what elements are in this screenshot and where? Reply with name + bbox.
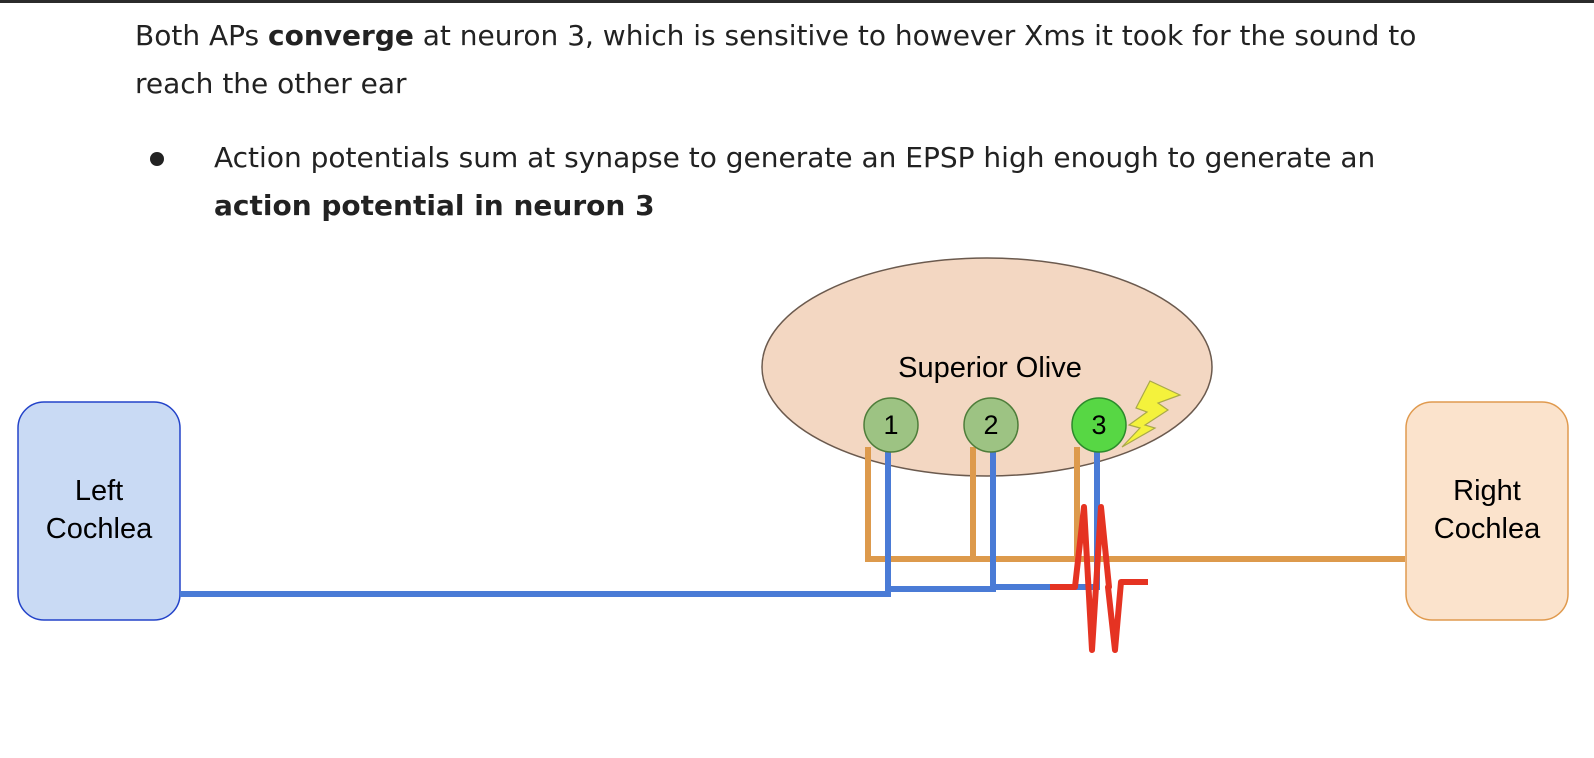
intro-paragraph: Both APs converge at neuron 3, which is …	[135, 12, 1475, 108]
paragraph-lead: Both APs	[135, 19, 268, 52]
superior-olive-label: Superior Olive	[898, 352, 1082, 384]
right-cochlea-box	[1405, 401, 1569, 621]
right-cochlea-label-line1: Right	[1453, 475, 1521, 507]
bullet-dot-icon	[150, 152, 164, 166]
neuron-2	[963, 397, 1019, 453]
neuron-3-label: 3	[1091, 410, 1106, 440]
left-cochlea-box	[17, 401, 181, 621]
neuron-3-active	[1071, 397, 1127, 453]
bullet-text-main: Action potentials sum at synapse to gene…	[214, 141, 1376, 174]
bullet-text: Action potentials sum at synapse to gene…	[214, 134, 1454, 230]
left-path-main	[180, 452, 891, 597]
neuron-1-label: 1	[883, 410, 898, 440]
left-cochlea-label-line2: Cochlea	[46, 513, 153, 545]
paragraph-emphasis: converge	[268, 19, 414, 52]
top-border	[0, 0, 1594, 3]
bullet-emphasis: action potential in neuron 3	[214, 189, 655, 222]
neuron-2-label: 2	[983, 410, 998, 440]
left-cochlea-label-line1: Left	[75, 475, 123, 507]
neuron-1	[863, 397, 919, 453]
right-cochlea-label-line2: Cochlea	[1434, 513, 1541, 545]
paragraph-rest: at neuron 3, which is sensitive to howev…	[135, 19, 1417, 100]
right-path-main	[865, 447, 1405, 562]
summed-spike-waveform	[1050, 504, 1148, 653]
lightning-bolt-icon	[1121, 380, 1182, 448]
